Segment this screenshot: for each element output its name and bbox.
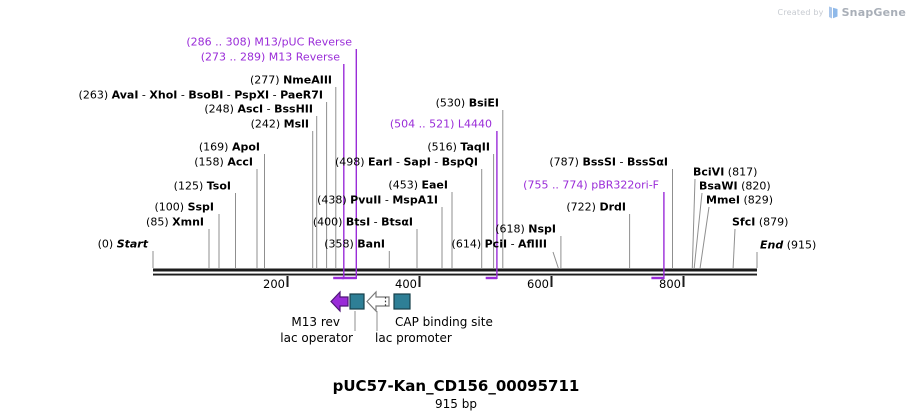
- plasmid-title: pUC57-Kan_CD156_00095711: [332, 377, 580, 395]
- site-label: (787) BssSI - BssSαI: [549, 155, 668, 169]
- axis-tick-label: 400: [395, 277, 417, 291]
- axis-tick-label: 600: [527, 277, 549, 291]
- site-label: (125) TsoI: [173, 179, 231, 193]
- site-leader-line: [691, 178, 696, 269]
- lac-operator-feature: [349, 293, 365, 310]
- primer-range-bar: [341, 276, 357, 280]
- lac-operator-label: lac operator: [280, 330, 353, 345]
- site-label: (248) AscI - BssHII: [204, 102, 313, 116]
- site-label: (85) XmnI: [146, 215, 204, 229]
- lac-promoter-label: lac promoter: [375, 330, 452, 345]
- axis-tick: [418, 276, 421, 287]
- site-label: (614) PciI - AflIII: [451, 237, 547, 251]
- site-label: (400) BtsI - BtsαI: [312, 215, 413, 229]
- m13-rev-feature: [330, 290, 349, 313]
- site-label: (516) TaqII: [427, 140, 490, 154]
- primer-range-bar: [485, 276, 497, 280]
- watermark-created-by: Created by: [777, 8, 824, 17]
- primer-range-bar: [651, 276, 665, 280]
- site-leader-line: [552, 251, 559, 269]
- site-label: BsaWI (820): [699, 179, 771, 193]
- primer-label: (286 .. 308) M13/pUC Reverse: [186, 35, 352, 49]
- site-label: (158) AccI: [194, 155, 253, 169]
- primer-label: (273 .. 289) M13 Reverse: [200, 50, 340, 64]
- m13-rev-label: M13 rev: [291, 315, 340, 329]
- site-label: (169) ApoI: [198, 140, 260, 154]
- lac-promoter-feature: [366, 290, 390, 313]
- axis-tick: [682, 276, 685, 287]
- site-leader-line: [693, 192, 703, 269]
- cap-binding-site-label: CAP binding site: [395, 315, 493, 329]
- site-label: (100) SspI: [154, 200, 214, 214]
- site-label: (722) DrdI: [566, 200, 626, 214]
- axis-tick-label: 800: [659, 277, 681, 291]
- site-label: (453) EaeI: [388, 178, 448, 192]
- site-label: (618) NspI: [495, 222, 556, 236]
- site-leader-line: [699, 206, 710, 269]
- site-label: (530) BsiEI: [435, 96, 499, 110]
- site-label: (277) NmeAIII: [250, 73, 332, 87]
- axis-line-top: [153, 268, 757, 272]
- axis-line-bottom: [153, 273, 757, 276]
- primer-label: (504 .. 521) L4440: [389, 117, 492, 131]
- site-label: BciVI (817): [693, 165, 758, 179]
- site-leader-line: [732, 228, 736, 269]
- watermark-brand: SnapGene: [841, 6, 906, 19]
- watermark: Created by SnapGene: [778, 6, 906, 19]
- site-label: SfcI (879): [732, 215, 789, 229]
- site-label: MmeI (829): [706, 193, 774, 207]
- site-label: (358) BanI: [324, 237, 385, 251]
- site-label: End (915): [760, 238, 817, 252]
- axis-tick-label: 200: [263, 277, 285, 291]
- plasmid-length: 915 bp: [435, 397, 477, 411]
- primer-range-bar: [333, 276, 344, 280]
- site-label: (242) MslI: [250, 117, 309, 131]
- primer-label: (755 .. 774) pBR322ori-F: [523, 178, 659, 192]
- cap-binding-site-feature: [393, 293, 411, 310]
- site-label: (263) AvaI - XhoI - BsoBI - PspXI - PaeR…: [78, 88, 323, 102]
- snapgene-logo-icon: [828, 6, 838, 19]
- axis-tick: [286, 276, 289, 287]
- title-block: pUC57-Kan_CD156_00095711 915 bp: [0, 377, 912, 411]
- axis-tick: [550, 276, 553, 287]
- site-label: (438) PvuII - MspA1I: [317, 193, 438, 207]
- site-label: (0) Start: [97, 237, 148, 251]
- site-label: (498) EarI - SapI - BspQI: [334, 155, 478, 169]
